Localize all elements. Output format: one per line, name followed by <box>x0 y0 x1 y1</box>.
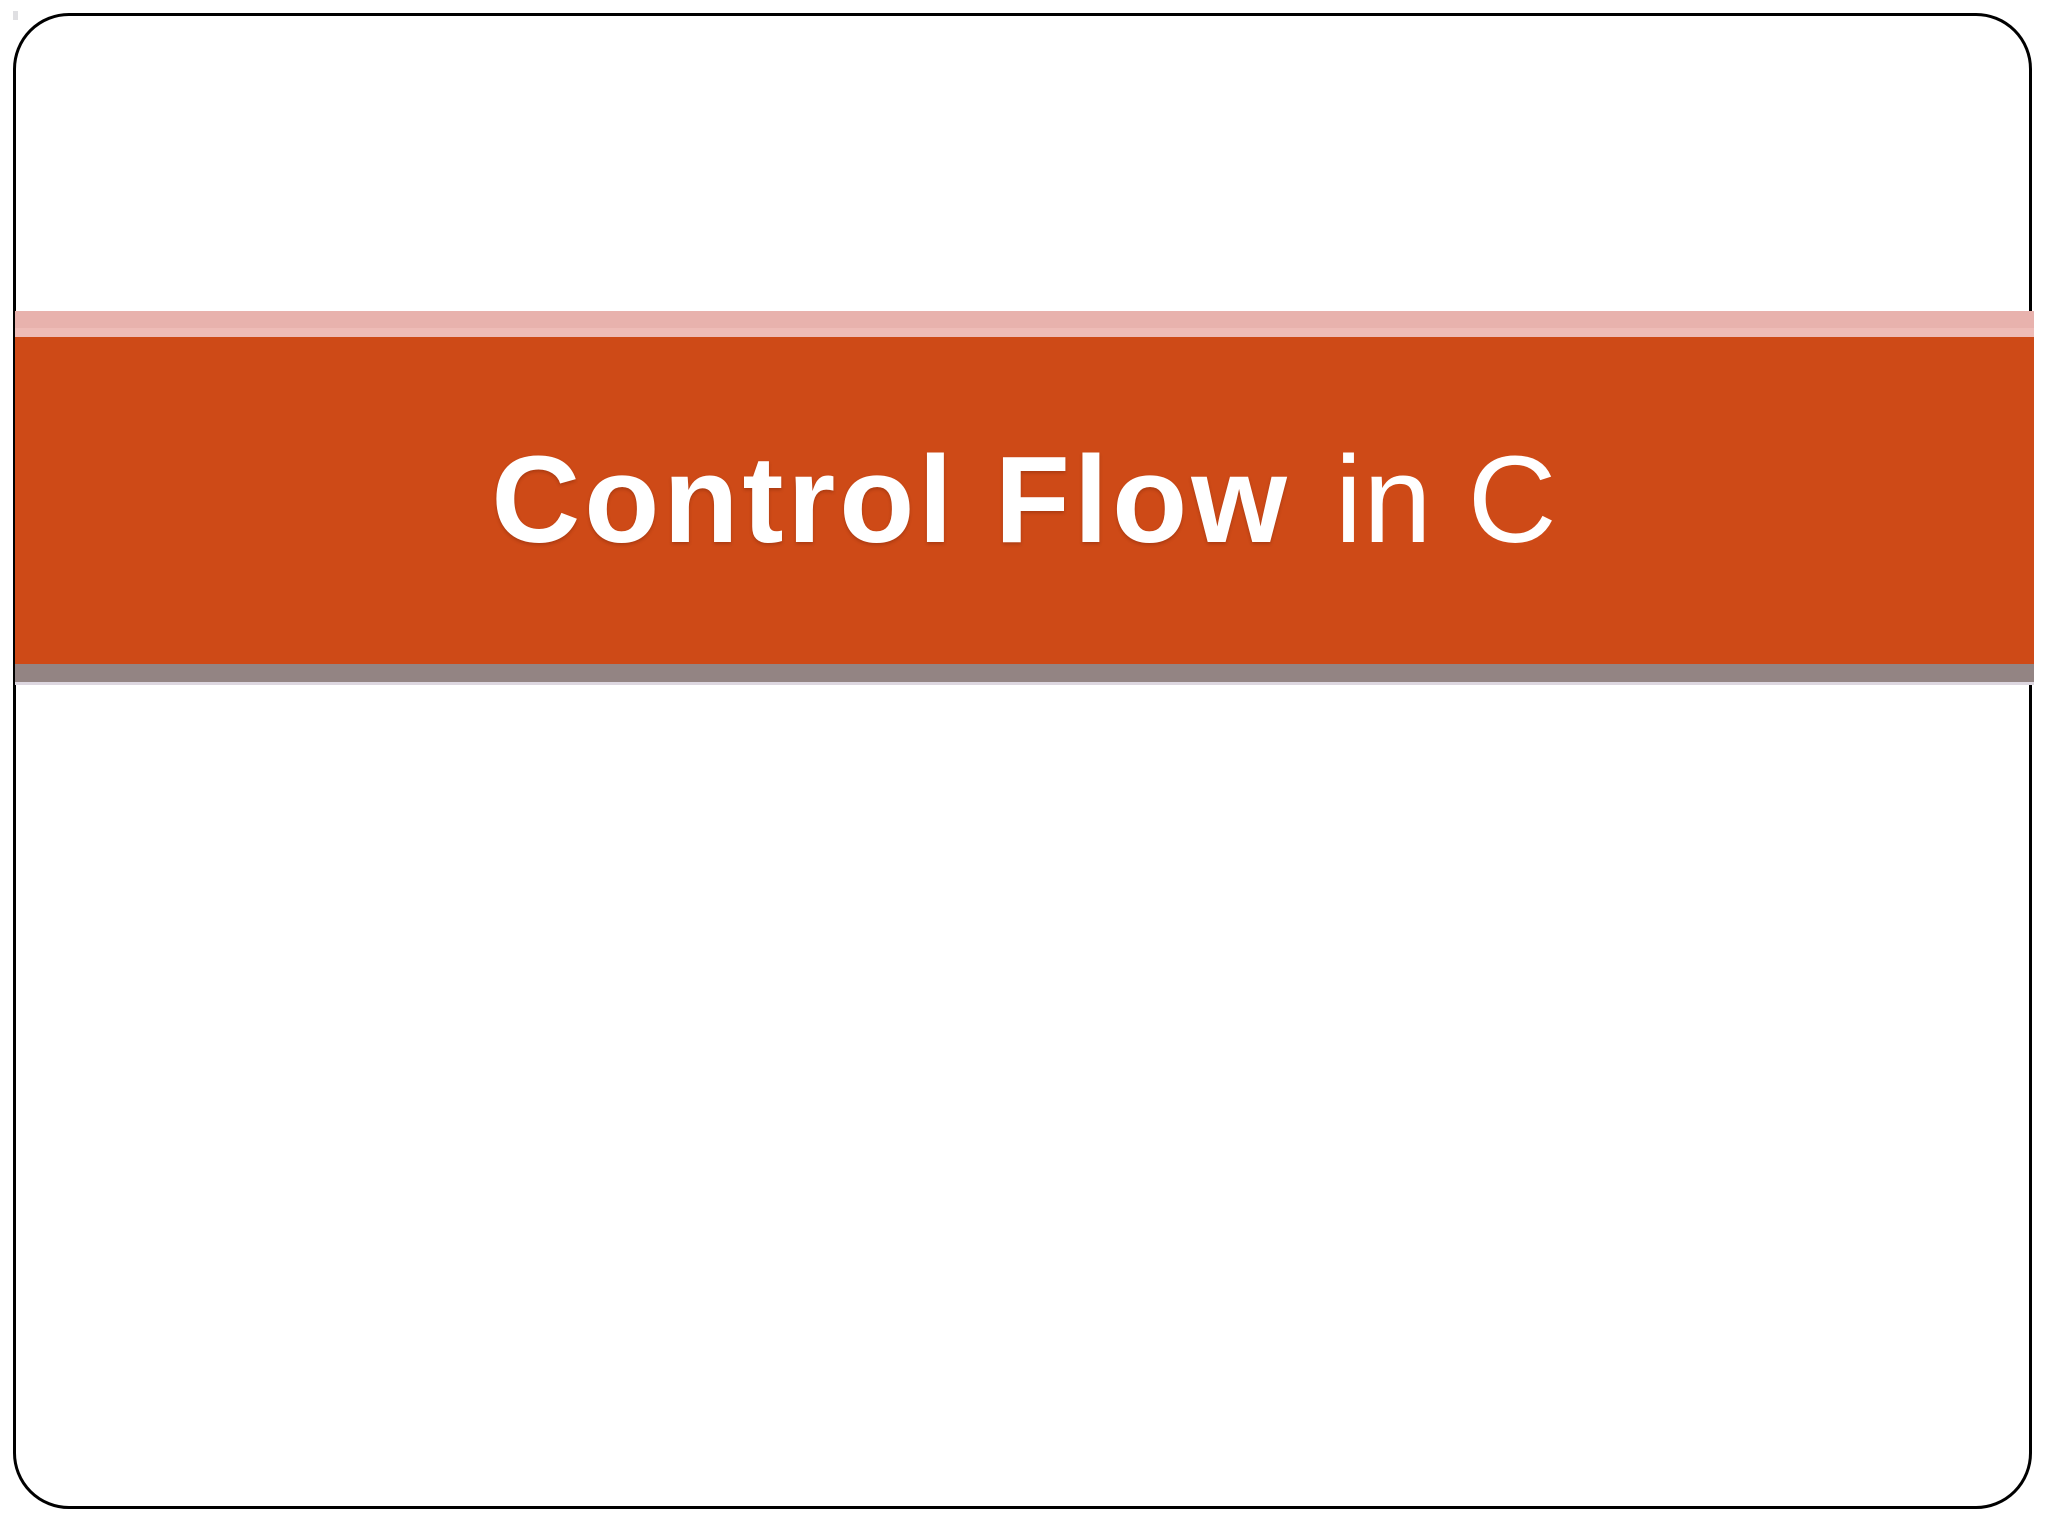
accent-band-pink <box>15 311 2034 337</box>
accent-band-gray <box>15 664 2034 682</box>
slide-title: Control Flow in C <box>15 337 2034 664</box>
accent-band-hairline <box>15 682 2034 685</box>
corner-artifact-speck <box>13 11 18 20</box>
slide-border-frame <box>13 13 2032 1509</box>
title-banner: Control Flow in C <box>15 311 2034 685</box>
slide-title-suffix: in C <box>1334 432 1558 569</box>
title-band-orange <box>15 337 2034 664</box>
slide-title-main: Control Flow <box>491 432 1291 569</box>
